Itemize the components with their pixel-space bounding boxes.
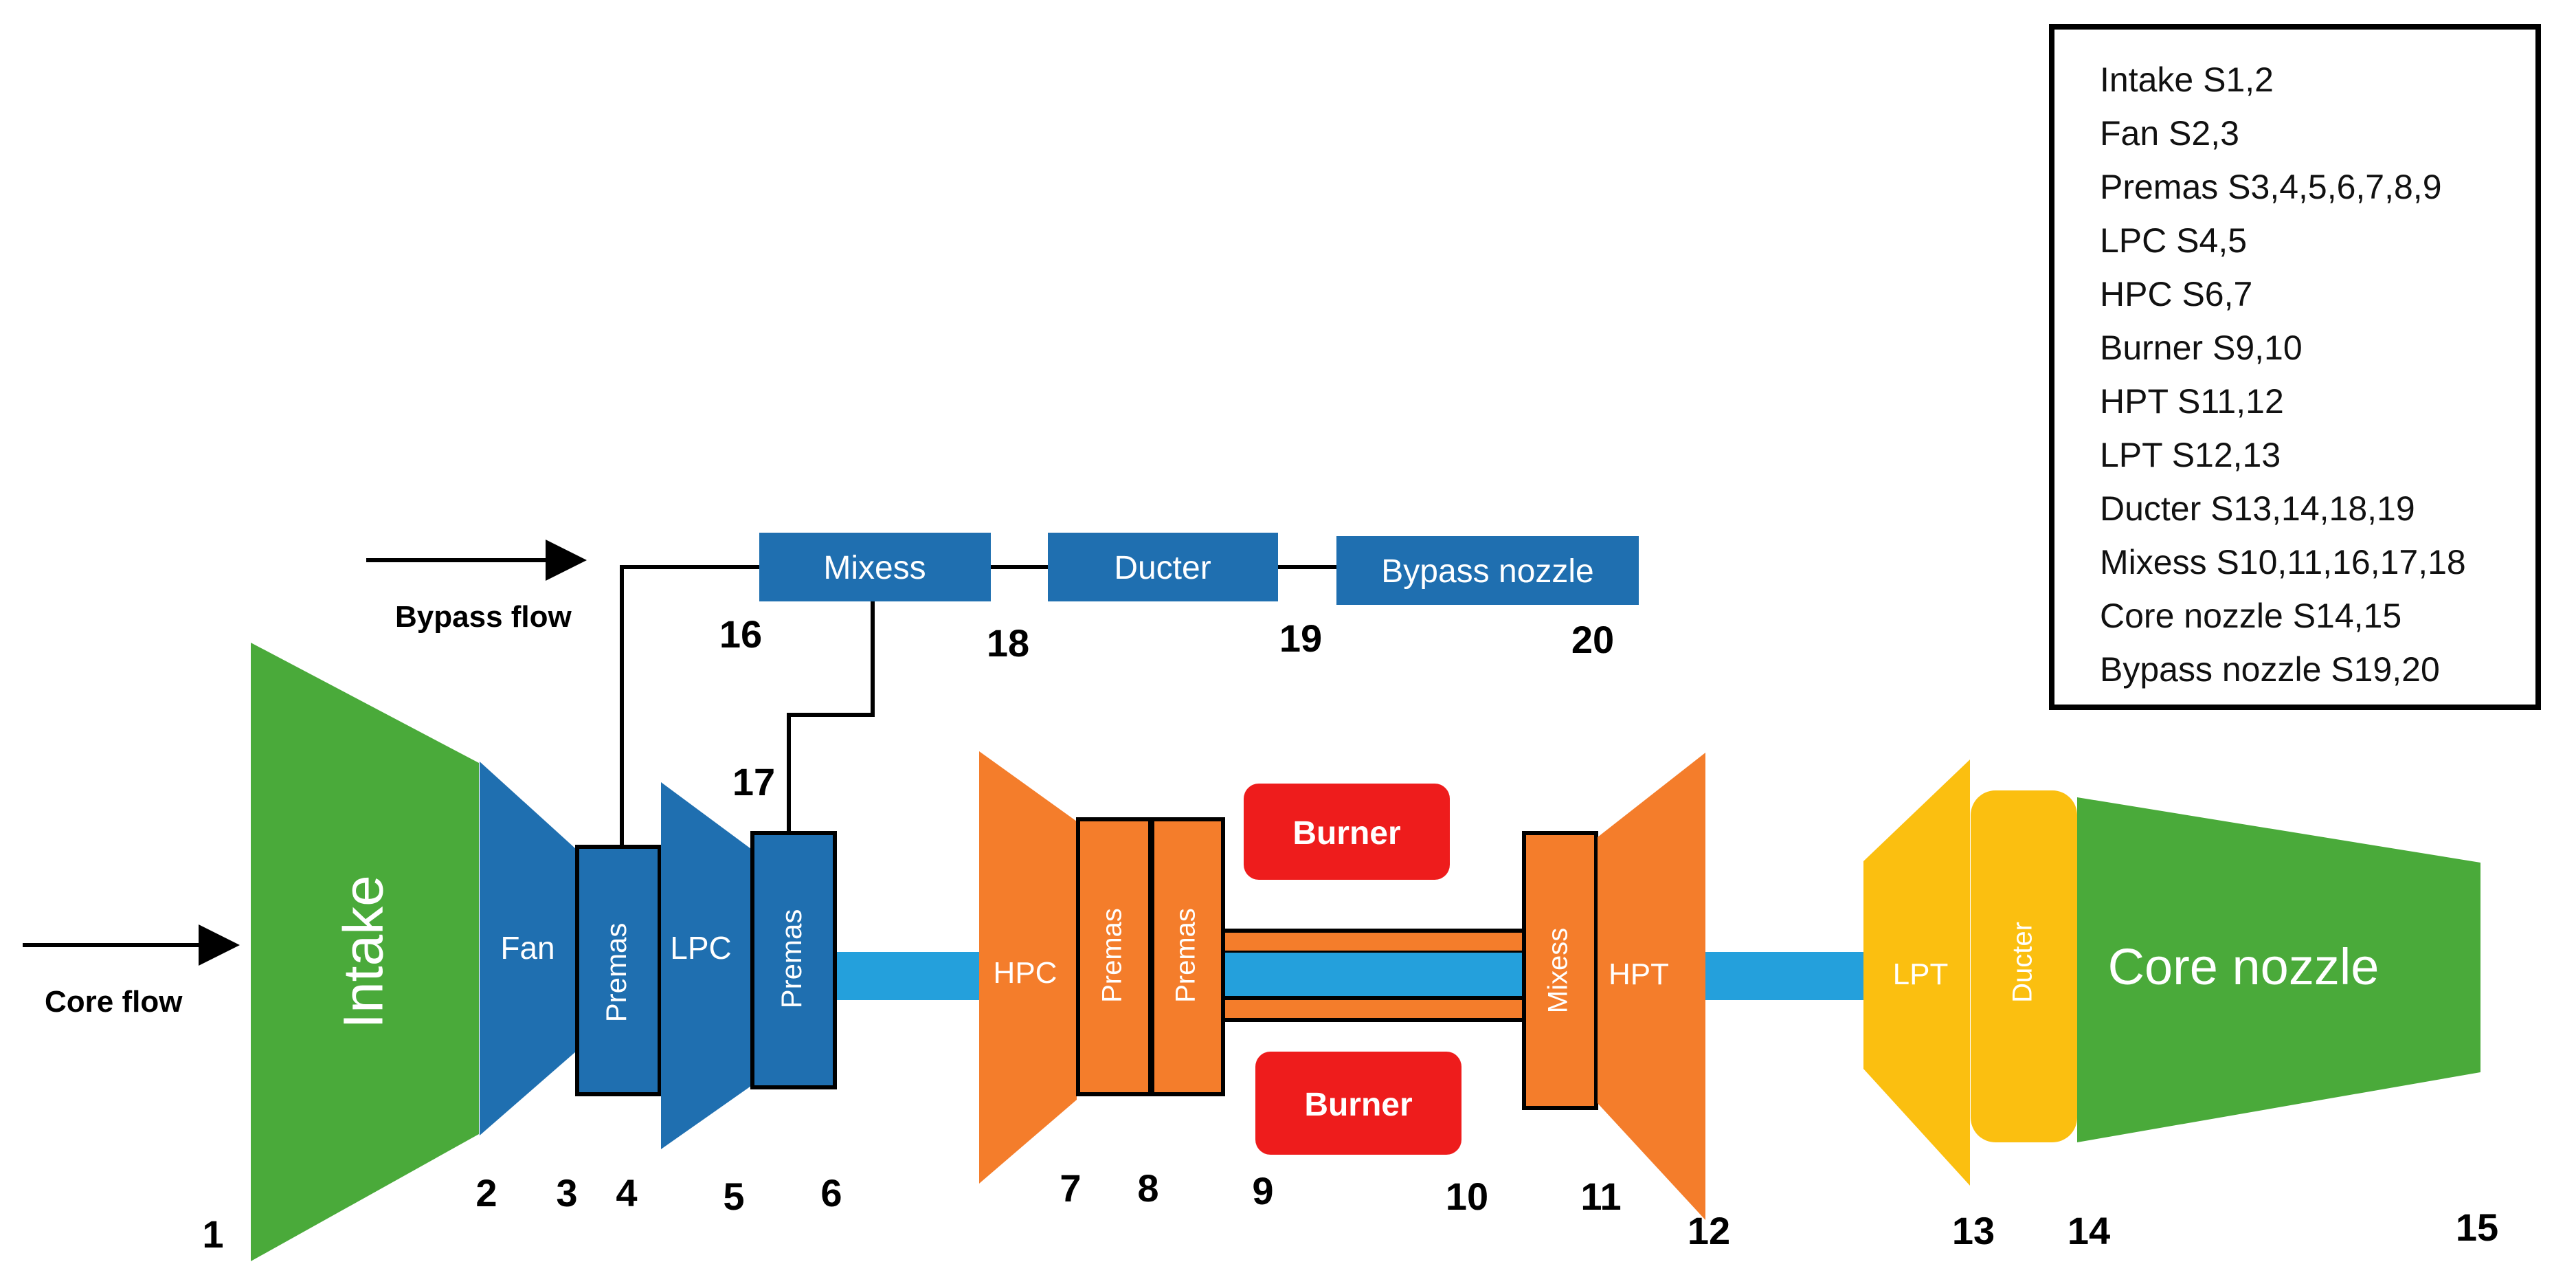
- station-16: 16: [719, 612, 762, 656]
- station-3: 3: [556, 1171, 577, 1215]
- premas-4-label: Premas: [1171, 908, 1201, 1003]
- mixess-bypass-label: Mixess: [823, 550, 926, 586]
- legend-item-lpt: LPT S12,13: [2100, 436, 2281, 474]
- shaft-orange-top: [1220, 929, 1526, 955]
- station-5: 5: [723, 1175, 744, 1218]
- bypass-nozzle-shape: [1336, 536, 1639, 605]
- legend-item-mixess: Mixess S10,11,16,17,18: [2100, 543, 2466, 581]
- station-15: 15: [2456, 1206, 2498, 1249]
- hpt-label: HPT: [1609, 957, 1669, 991]
- lpt-label: LPT: [1893, 957, 1949, 991]
- station-20: 20: [1571, 618, 1614, 661]
- station-14: 14: [2068, 1209, 2110, 1252]
- bypass-line-fan: [620, 565, 759, 847]
- intake-shape: [251, 643, 479, 1261]
- shaft-turbine: [1705, 952, 1863, 1000]
- station-6: 6: [820, 1171, 842, 1215]
- legend-item-hpt: HPT S11,12: [2100, 382, 2284, 421]
- ducter-core-label: Ducter: [2008, 922, 2038, 1003]
- mixess-bypass-shape: [759, 533, 991, 601]
- legend-item-bypass-nozzle: Bypass nozzle S19,20: [2100, 650, 2440, 689]
- core-nozzle-shape: [2077, 797, 2480, 1142]
- bypass-line-mixer: [787, 598, 875, 833]
- shaft-high-pressure: [1222, 953, 1524, 998]
- bypass-nozzle-label: Bypass nozzle: [1381, 553, 1594, 590]
- lpc-shape: [661, 782, 751, 1149]
- burner-top-shape: [1244, 784, 1450, 880]
- fan-label: Fan: [500, 930, 555, 966]
- premas-3-label: Premas: [1097, 908, 1128, 1003]
- premas-4-shape: [1150, 817, 1225, 1096]
- mixess-core-shape: [1522, 831, 1598, 1110]
- station-9: 9: [1252, 1169, 1273, 1212]
- legend-box: Intake S1,2 Fan S2,3 Premas S3,4,5,6,7,8…: [2049, 24, 2541, 710]
- premas-2-shape: [750, 831, 837, 1089]
- premas-1-shape: [575, 845, 662, 1096]
- premas-2-label: Premas: [775, 909, 807, 1009]
- burner-top-label: Burner: [1292, 815, 1400, 852]
- hpc-shape: [979, 751, 1077, 1184]
- shaft-orange-bottom: [1220, 996, 1526, 1022]
- bypass-flow-label: Bypass flow: [395, 600, 572, 634]
- station-17: 17: [732, 760, 775, 803]
- station-19: 19: [1279, 617, 1322, 660]
- hpt-shape: [1598, 753, 1705, 1220]
- legend-item-premas: Premas S3,4,5,6,7,8,9: [2100, 168, 2442, 206]
- station-11: 11: [1580, 1175, 1621, 1218]
- lpt-shape: [1863, 760, 1970, 1186]
- legend-item-burner: Burner S9,10: [2100, 329, 2303, 367]
- premas-3-shape: [1076, 817, 1152, 1096]
- legend-item-core-nozzle: Core nozzle S14,15: [2100, 597, 2402, 635]
- station-4: 4: [616, 1171, 637, 1215]
- station-1: 1: [202, 1212, 223, 1256]
- station-12: 12: [1688, 1209, 1730, 1252]
- legend-item-lpc: LPC S4,5: [2100, 221, 2248, 260]
- legend-item-hpc: HPC S6,7: [2100, 275, 2253, 313]
- premas-1-label: Premas: [600, 923, 632, 1023]
- core-nozzle-label: Core nozzle: [2108, 938, 2379, 995]
- core-flow-label: Core flow: [45, 985, 183, 1019]
- legend-item-ducter: Ducter S13,14,18,19: [2100, 489, 2415, 528]
- hpc-label: HPC: [994, 956, 1057, 990]
- station-8: 8: [1137, 1166, 1158, 1210]
- burner-bottom-label: Burner: [1304, 1087, 1412, 1123]
- shaft-low-pressure: [828, 952, 983, 1000]
- legend-item-intake: Intake S1,2: [2100, 60, 2274, 99]
- station-7: 7: [1060, 1166, 1081, 1210]
- fan-shape: [480, 762, 576, 1135]
- legend-item-fan: Fan S2,3: [2100, 114, 2239, 153]
- burner-bottom-shape: [1255, 1052, 1461, 1155]
- lpc-label: LPC: [670, 930, 731, 966]
- ducter-bypass-label: Ducter: [1114, 550, 1211, 586]
- station-13: 13: [1952, 1209, 1995, 1252]
- ducter-bypass-shape: [1048, 533, 1278, 601]
- station-2: 2: [475, 1171, 497, 1215]
- ducter-core-shape: [1971, 790, 2077, 1142]
- station-18: 18: [987, 621, 1029, 665]
- station-10: 10: [1446, 1175, 1488, 1218]
- intake-label: Intake: [333, 875, 395, 1028]
- mixess-core-label: Mixess: [1543, 928, 1573, 1013]
